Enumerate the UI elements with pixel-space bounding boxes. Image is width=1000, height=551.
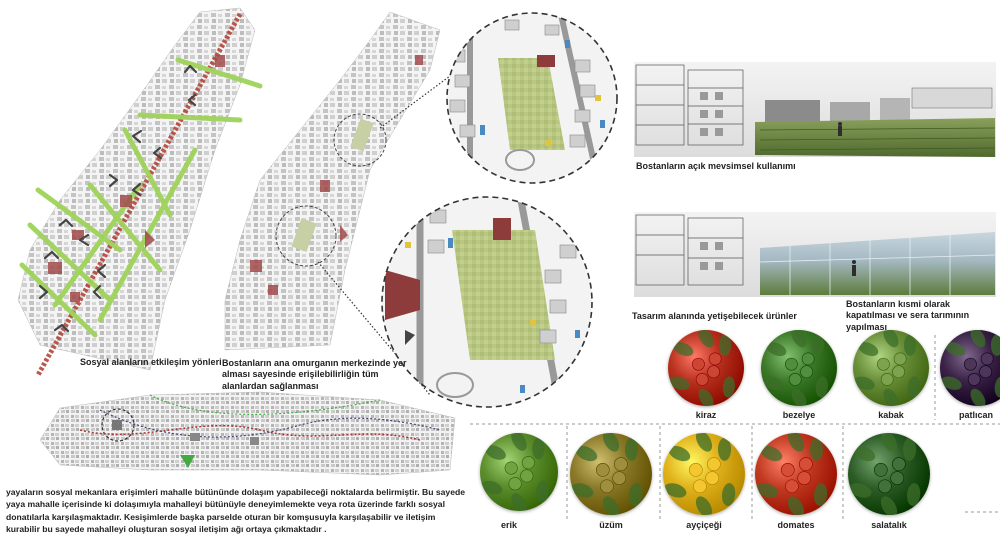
product-label-tomato: domates (777, 520, 815, 530)
grape-photo (570, 433, 652, 515)
pea-photo (761, 330, 837, 406)
label-open-season: Bostanların açık mevsimsel kullanımı (636, 161, 796, 171)
product-grid-lines (470, 335, 1000, 520)
sunflower-icon (664, 433, 736, 515)
cucumber-photo (848, 433, 930, 515)
label-social-directions: Sosyal alanların etkileşim yönleri (80, 357, 222, 367)
zucchini-photo (853, 330, 929, 406)
product-label-zucchini: kabak (878, 410, 904, 420)
product-label-plum: erik (500, 520, 517, 530)
product-label-cucumber: salatalık (871, 520, 907, 530)
eggplant-icon (941, 330, 1000, 406)
product-label-pea: bezelye (782, 410, 816, 420)
eggplant-photo (940, 330, 1000, 406)
plum-icon (481, 433, 549, 511)
cherry-icon (669, 330, 735, 406)
map-circulation (39, 391, 456, 476)
plum-photo (480, 433, 558, 511)
product-label-cherry: kiraz (695, 410, 717, 420)
description-paragraph: yayaların sosyal mekanlara erişimleri ma… (6, 487, 466, 535)
tomato-icon (756, 433, 828, 515)
map-social-directions (17, 7, 263, 377)
cucumber-icon (849, 433, 921, 515)
product-label-sunflower: ayçiçeği (686, 520, 722, 530)
label-accessibility: Bostanların ana omurganın merkezinde yer… (222, 358, 407, 391)
sunflower-photo (663, 433, 745, 515)
grape-icon (571, 433, 643, 515)
section-greenhouse (634, 212, 996, 297)
zucchini-icon (854, 330, 920, 406)
label-partial-cover: Bostanların kısmi olarak kapatılması ve … (846, 299, 970, 332)
product-label-grape: üzüm (599, 520, 623, 530)
zoom-circle-2 (381, 196, 593, 408)
map-accessibility (224, 11, 459, 396)
cherry-photo (668, 330, 744, 406)
zoom-circle-1 (446, 12, 618, 184)
pea-icon (762, 330, 828, 406)
tomato-photo (755, 433, 837, 515)
label-products-title: Tasarım alanında yetişebilecek ürünler (632, 311, 797, 321)
section-open-season (634, 62, 996, 157)
product-label-eggplant: patlıcan (958, 410, 993, 420)
